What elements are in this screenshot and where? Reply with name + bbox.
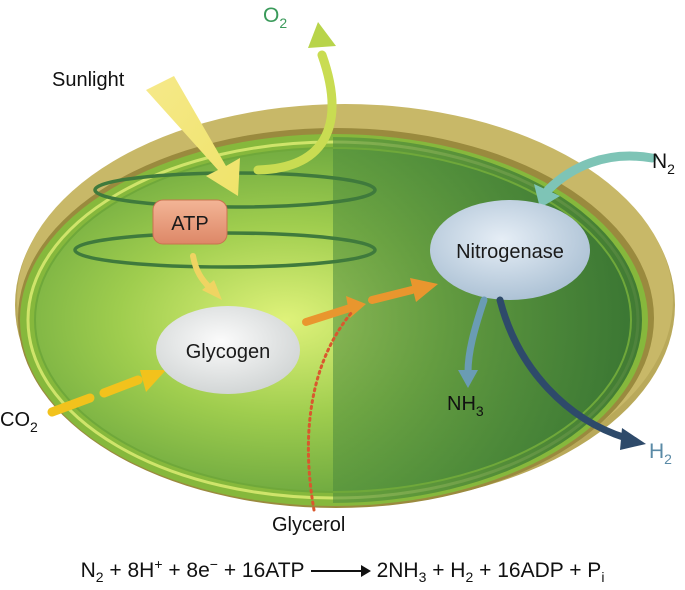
- sunlight-label: Sunlight: [52, 69, 125, 91]
- glycogen-label: Glycogen: [186, 341, 271, 363]
- glycogen-node: Glycogen: [156, 306, 300, 394]
- sunlight-arrow: [146, 76, 240, 196]
- nh3-arrow: [458, 296, 488, 388]
- o2-label: O2: [263, 4, 287, 31]
- atp-to-glycogen-arrow: [190, 253, 222, 300]
- nh3-label: NH3: [447, 393, 484, 419]
- eq-n2: N2: [80, 559, 104, 585]
- n2-label: N2: [652, 150, 675, 177]
- glycerol-label: Glycerol: [272, 514, 345, 536]
- nitrogenase-node: Nitrogenase: [430, 200, 590, 300]
- co2-arrow: [47, 370, 166, 417]
- h2-label: H2: [649, 440, 672, 467]
- n2-arrow: [534, 151, 657, 208]
- eq-nh3: 2NH3: [376, 559, 427, 585]
- reaction-arrow-icon: [310, 565, 371, 578]
- co2-label: CO2: [0, 409, 38, 435]
- glycerol-arrow: [306, 310, 354, 512]
- atp-label: ATP: [171, 213, 208, 235]
- h2-arrow: [496, 296, 646, 450]
- eq-adp-pi: + 16ADP + Pi: [473, 559, 605, 585]
- nitrogenase-label: Nitrogenase: [456, 241, 564, 263]
- nitrogenase-reaction-equation: N2 + 8H+ + 8e− + 16ATP 2NH3 + H2 + 16ADP …: [0, 556, 685, 585]
- eq-electrons: + 8e−: [162, 556, 218, 582]
- o2-arrow: [253, 22, 337, 175]
- eq-hplus: + 8H+: [103, 556, 163, 582]
- atp-box: ATP: [152, 199, 228, 245]
- eq-atp: + 16ATP: [217, 559, 305, 582]
- eq-h2: + H2: [426, 559, 474, 585]
